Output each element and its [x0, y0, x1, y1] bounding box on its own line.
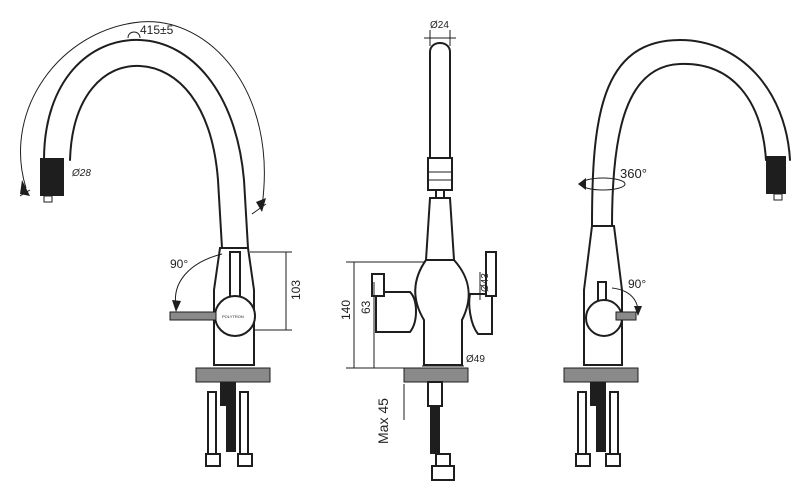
left-horizontal-handle — [169, 311, 217, 321]
middle-left-lever — [375, 291, 417, 333]
right-horizontal-handle — [615, 311, 637, 321]
right-spout-outer — [591, 39, 791, 227]
left-mount-plate — [195, 367, 271, 383]
height-103-label: 103 — [289, 280, 303, 300]
spray-diameter-label: Ø28 — [71, 168, 91, 179]
right-faucet-view — [563, 39, 791, 467]
middle-body — [414, 259, 470, 366]
left-sweep-arc — [20, 21, 265, 207]
left-faucet-view: POLYTRON — [19, 21, 292, 467]
left-spray-head — [40, 158, 64, 196]
right-spout-inner — [611, 62, 767, 227]
max-45-label: Max 45 — [375, 398, 391, 444]
back-lever-angle-label: 90° — [628, 277, 646, 291]
left-spout-outer — [43, 38, 249, 249]
lever-diameter-label: Ø43 — [480, 273, 491, 292]
middle-faucet-view — [346, 30, 497, 481]
brand-label: POLYTRON — [222, 314, 244, 319]
swivel-label: 360° — [620, 166, 647, 181]
height-63-label: 63 — [359, 300, 373, 314]
middle-spout — [429, 42, 451, 161]
spout-diameter-label: Ø24 — [430, 20, 449, 31]
right-mount-plate — [563, 367, 639, 383]
side-lever-angle-label: 90° — [170, 257, 188, 271]
base-diameter-label: Ø49 — [466, 354, 485, 365]
height-140-label: 140 — [339, 300, 353, 320]
right-spray-head — [766, 156, 786, 194]
reach-label: 415±5 — [140, 23, 174, 37]
middle-mount-plate — [403, 367, 469, 383]
middle-right-lever — [468, 293, 493, 335]
left-lever — [229, 251, 241, 299]
left-spout-inner — [69, 64, 223, 249]
